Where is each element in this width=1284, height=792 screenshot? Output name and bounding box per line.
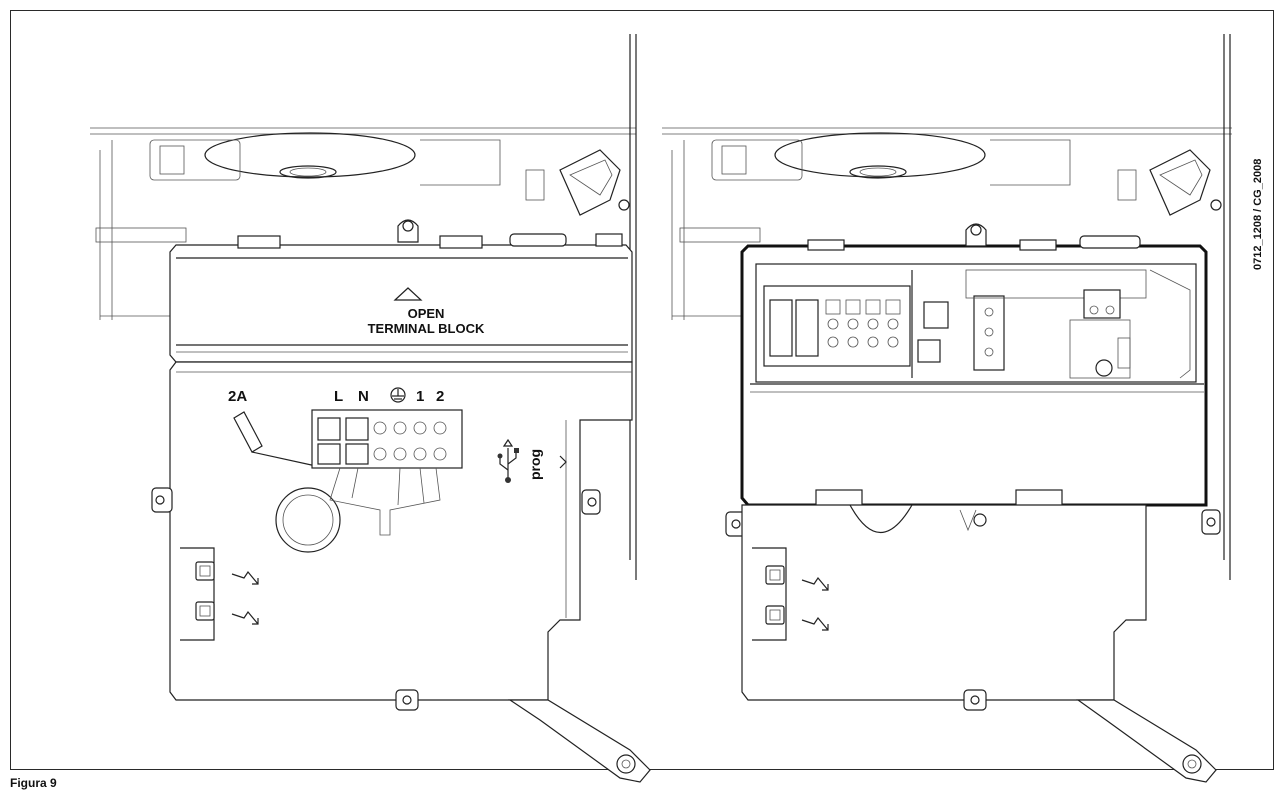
terminal-strip <box>311 409 463 536</box>
figure-caption: Figura 9 <box>10 776 57 790</box>
fuse-2a <box>233 411 317 467</box>
terminal-label-l: L <box>334 388 343 405</box>
fan-unit <box>149 132 501 186</box>
terminal-label-1: 1 <box>416 388 424 405</box>
open-terminal-box <box>725 223 1221 537</box>
inner-terminals <box>825 299 901 348</box>
left-view: OPEN TERMINAL BLOCK 2A L N 1 2 prog <box>90 34 651 783</box>
right-view <box>662 34 1232 783</box>
cover-line-terminal-block: TERMINAL BLOCK <box>368 321 485 336</box>
terminal-label-n: N <box>358 388 369 405</box>
open-arrow-icon <box>393 287 423 301</box>
usb-icon <box>497 438 519 483</box>
fuse-label: 2A <box>228 388 247 405</box>
prog-arrow-icon <box>559 455 567 469</box>
terminal-cover <box>169 219 633 363</box>
fan-unit-right <box>711 132 1071 186</box>
terminal-label-2: 2 <box>436 388 444 405</box>
control-box-left <box>151 361 651 783</box>
earth-icon <box>390 387 406 403</box>
control-box-right <box>741 504 1217 783</box>
usb-label: prog <box>527 449 543 480</box>
cover-line-open: OPEN <box>408 306 445 321</box>
